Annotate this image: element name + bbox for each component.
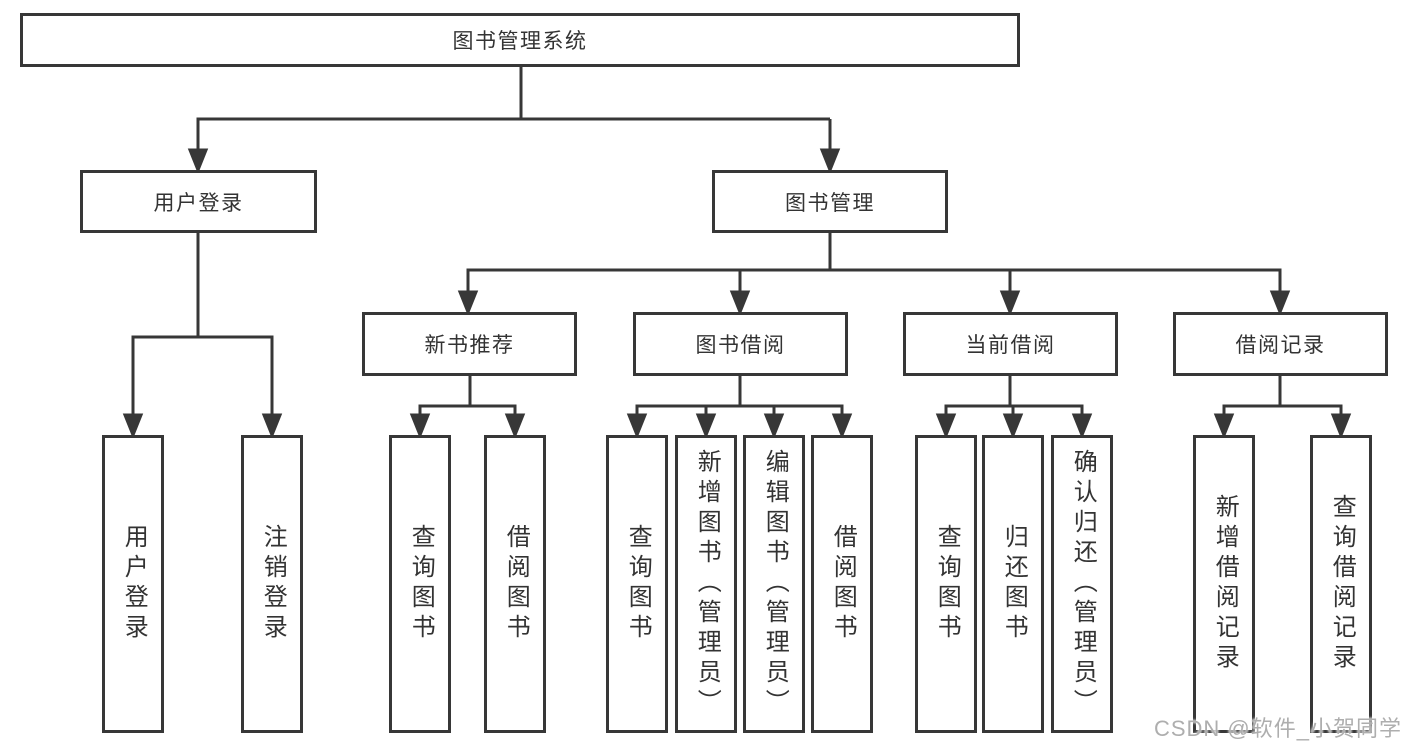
connector-current-borrow-children [935,376,1093,440]
leaf-query-borrow-record: 查询借阅记录 [1310,435,1372,733]
node-label: 注销登录 [259,524,287,644]
node-label: 新增借阅记录 [1211,494,1239,674]
node-label: 查询图书 [407,524,435,644]
node-label: 确认归还（管理员） [1069,449,1097,719]
leaf-add-borrow-record: 新增借阅记录 [1193,435,1255,733]
node-label: 借阅图书 [829,524,857,644]
node-label: 查询借阅记录 [1328,494,1356,674]
node-label: 图书借阅 [695,334,786,357]
connector-borrow-records-children [1213,376,1352,440]
node-label: 借阅图书 [502,524,530,644]
leaf-query-books-borrow: 查询图书 [606,435,668,733]
node-label: 图书管理系统 [452,30,588,53]
leaf-borrow-books: 借阅图书 [811,435,873,733]
leaf-edit-book-admin: 编辑图书（管理员） [743,435,805,733]
connector-new-book-children [409,376,526,440]
node-label: 归还图书 [1000,524,1028,644]
connector-book-borrow-children [626,376,853,440]
leaf-add-book-admin: 新增图书（管理员） [675,435,737,733]
connector-user-login-children [122,233,283,440]
node-root: 图书管理系统 [20,13,1020,67]
node-current-borrow: 当前借阅 [903,312,1118,376]
node-label: 新增图书（管理员） [693,449,721,719]
node-book-borrow: 图书借阅 [633,312,848,376]
node-label: 查询图书 [933,524,961,644]
node-label: 编辑图书（管理员） [761,449,789,719]
node-label: 借阅记录 [1235,334,1326,357]
leaf-confirm-return-admin: 确认归还（管理员） [1051,435,1113,733]
leaf-logout: 注销登录 [241,435,303,733]
node-book-management: 图书管理 [712,170,948,233]
watermark: CSDN @软件_小贺同学 [1153,716,1402,741]
node-label: 图书管理 [785,191,875,215]
node-user-login: 用户登录 [80,170,317,233]
connector-root-to-level2 [187,67,841,175]
leaf-user-login: 用户登录 [102,435,164,733]
leaf-query-books-recommend: 查询图书 [389,435,451,733]
node-label: 查询图书 [624,524,652,644]
node-label: 用户登录 [120,524,148,644]
node-label: 当前借阅 [965,334,1056,357]
node-label: 用户登录 [153,191,244,215]
connector-book-management-children [457,233,1291,317]
leaf-return-books: 归还图书 [982,435,1044,733]
leaf-query-books-current: 查询图书 [915,435,977,733]
node-label: 新书推荐 [424,334,515,357]
node-new-book-recommend: 新书推荐 [362,312,577,376]
node-borrow-records: 借阅记录 [1173,312,1388,376]
leaf-borrow-books-recommend: 借阅图书 [484,435,546,733]
